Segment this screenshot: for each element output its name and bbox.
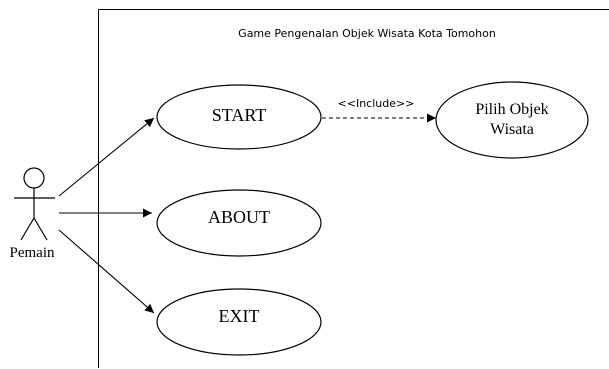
use-case-about: ABOUT bbox=[156, 189, 322, 257]
association-exit-arrow bbox=[58, 229, 155, 314]
system-boundary bbox=[98, 9, 609, 368]
association-start-arrow bbox=[58, 117, 155, 197]
use-case-pilih-label-line1: Pilih Objek bbox=[475, 101, 548, 118]
use-case-start-label: START bbox=[212, 105, 266, 125]
use-case-about-label: ABOUT bbox=[208, 207, 270, 227]
actor-pemain bbox=[14, 167, 55, 241]
actor-left-leg bbox=[20, 217, 35, 241]
use-case-pilih-label-line2: Wisata bbox=[490, 121, 534, 138]
actor-head bbox=[23, 167, 45, 189]
actor-label: Pemain bbox=[10, 245, 55, 261]
include-label: <<Include>> bbox=[338, 97, 415, 110]
system-title: Game Pengenalan Objek Wisata Kota Tomoho… bbox=[238, 27, 496, 40]
use-case-exit-label: EXIT bbox=[219, 306, 260, 326]
use-case-start: START bbox=[156, 84, 322, 150]
use-case-pilih-objek-wisata: Pilih Objek Wisata bbox=[435, 81, 589, 159]
actor-right-leg bbox=[33, 217, 48, 241]
use-case-exit: EXIT bbox=[156, 288, 322, 356]
